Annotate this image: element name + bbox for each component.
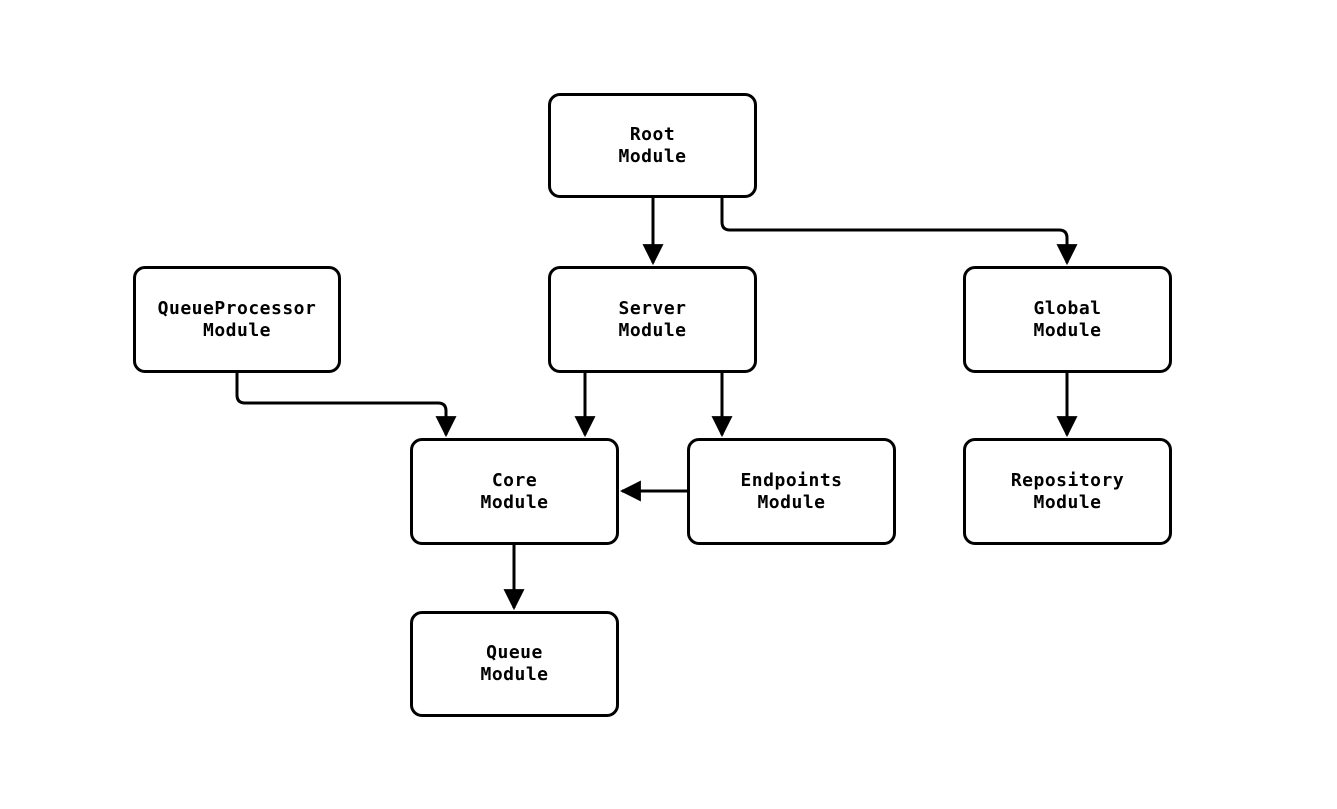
node-queueprocessor-module: QueueProcessor Module [133, 266, 341, 373]
edge-root-to-global [720, 198, 1078, 266]
node-global-module: Global Module [963, 266, 1172, 373]
edge-queueprocessor-to-core [235, 373, 457, 438]
node-queue-module: Queue Module [410, 611, 619, 717]
edge-group [235, 198, 1078, 611]
node-core-module: Core Module [410, 438, 619, 545]
node-label-server: Server Module [618, 297, 687, 341]
node-label-global: Global Module [1033, 297, 1102, 341]
node-root-module: Root Module [548, 93, 757, 198]
node-label-endpoints: Endpoints Module [740, 469, 843, 513]
node-server-module: Server Module [548, 266, 757, 373]
node-label-core: Core Module [480, 469, 549, 513]
node-label-queueprocessor: QueueProcessor Module [157, 297, 317, 341]
node-label-root: Root Module [618, 123, 687, 167]
node-label-queue: Queue Module [480, 642, 549, 685]
node-repository-module: Repository Module [963, 438, 1172, 545]
node-endpoints-module: Endpoints Module [687, 438, 896, 545]
node-label-repository: Repository Module [1010, 469, 1125, 513]
